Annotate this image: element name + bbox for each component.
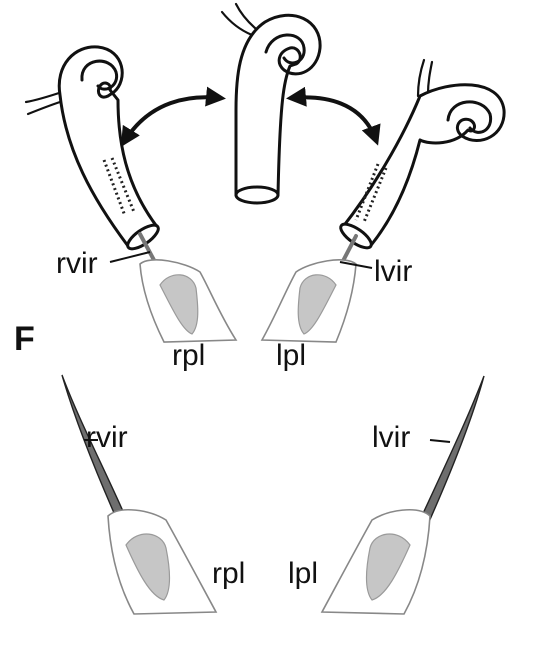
panel-label: F — [14, 320, 35, 358]
label-rvir-top: rvir — [56, 247, 98, 280]
left-needle-bottom — [320, 375, 485, 615]
center-tube — [220, 2, 322, 205]
label-lpl-top: lpl — [276, 339, 306, 372]
label-lpl-bottom: lpl — [288, 557, 318, 590]
leader-lvir-bottom — [429, 439, 451, 443]
leader-rvir-top — [109, 251, 151, 263]
label-rvir-bottom: rvir — [86, 421, 128, 454]
label-lvir-bottom: lvir — [372, 421, 410, 454]
arrow-right — [286, 86, 381, 146]
label-rpl-top: rpl — [172, 339, 205, 372]
label-lvir-top: lvir — [374, 255, 412, 288]
arrow-left — [120, 86, 226, 148]
left-tube-top — [260, 58, 506, 343]
leader-lvir-top — [339, 261, 373, 269]
label-rpl-bottom: rpl — [212, 557, 245, 590]
right-needle-bottom — [61, 374, 218, 615]
right-tube-top — [24, 45, 238, 343]
